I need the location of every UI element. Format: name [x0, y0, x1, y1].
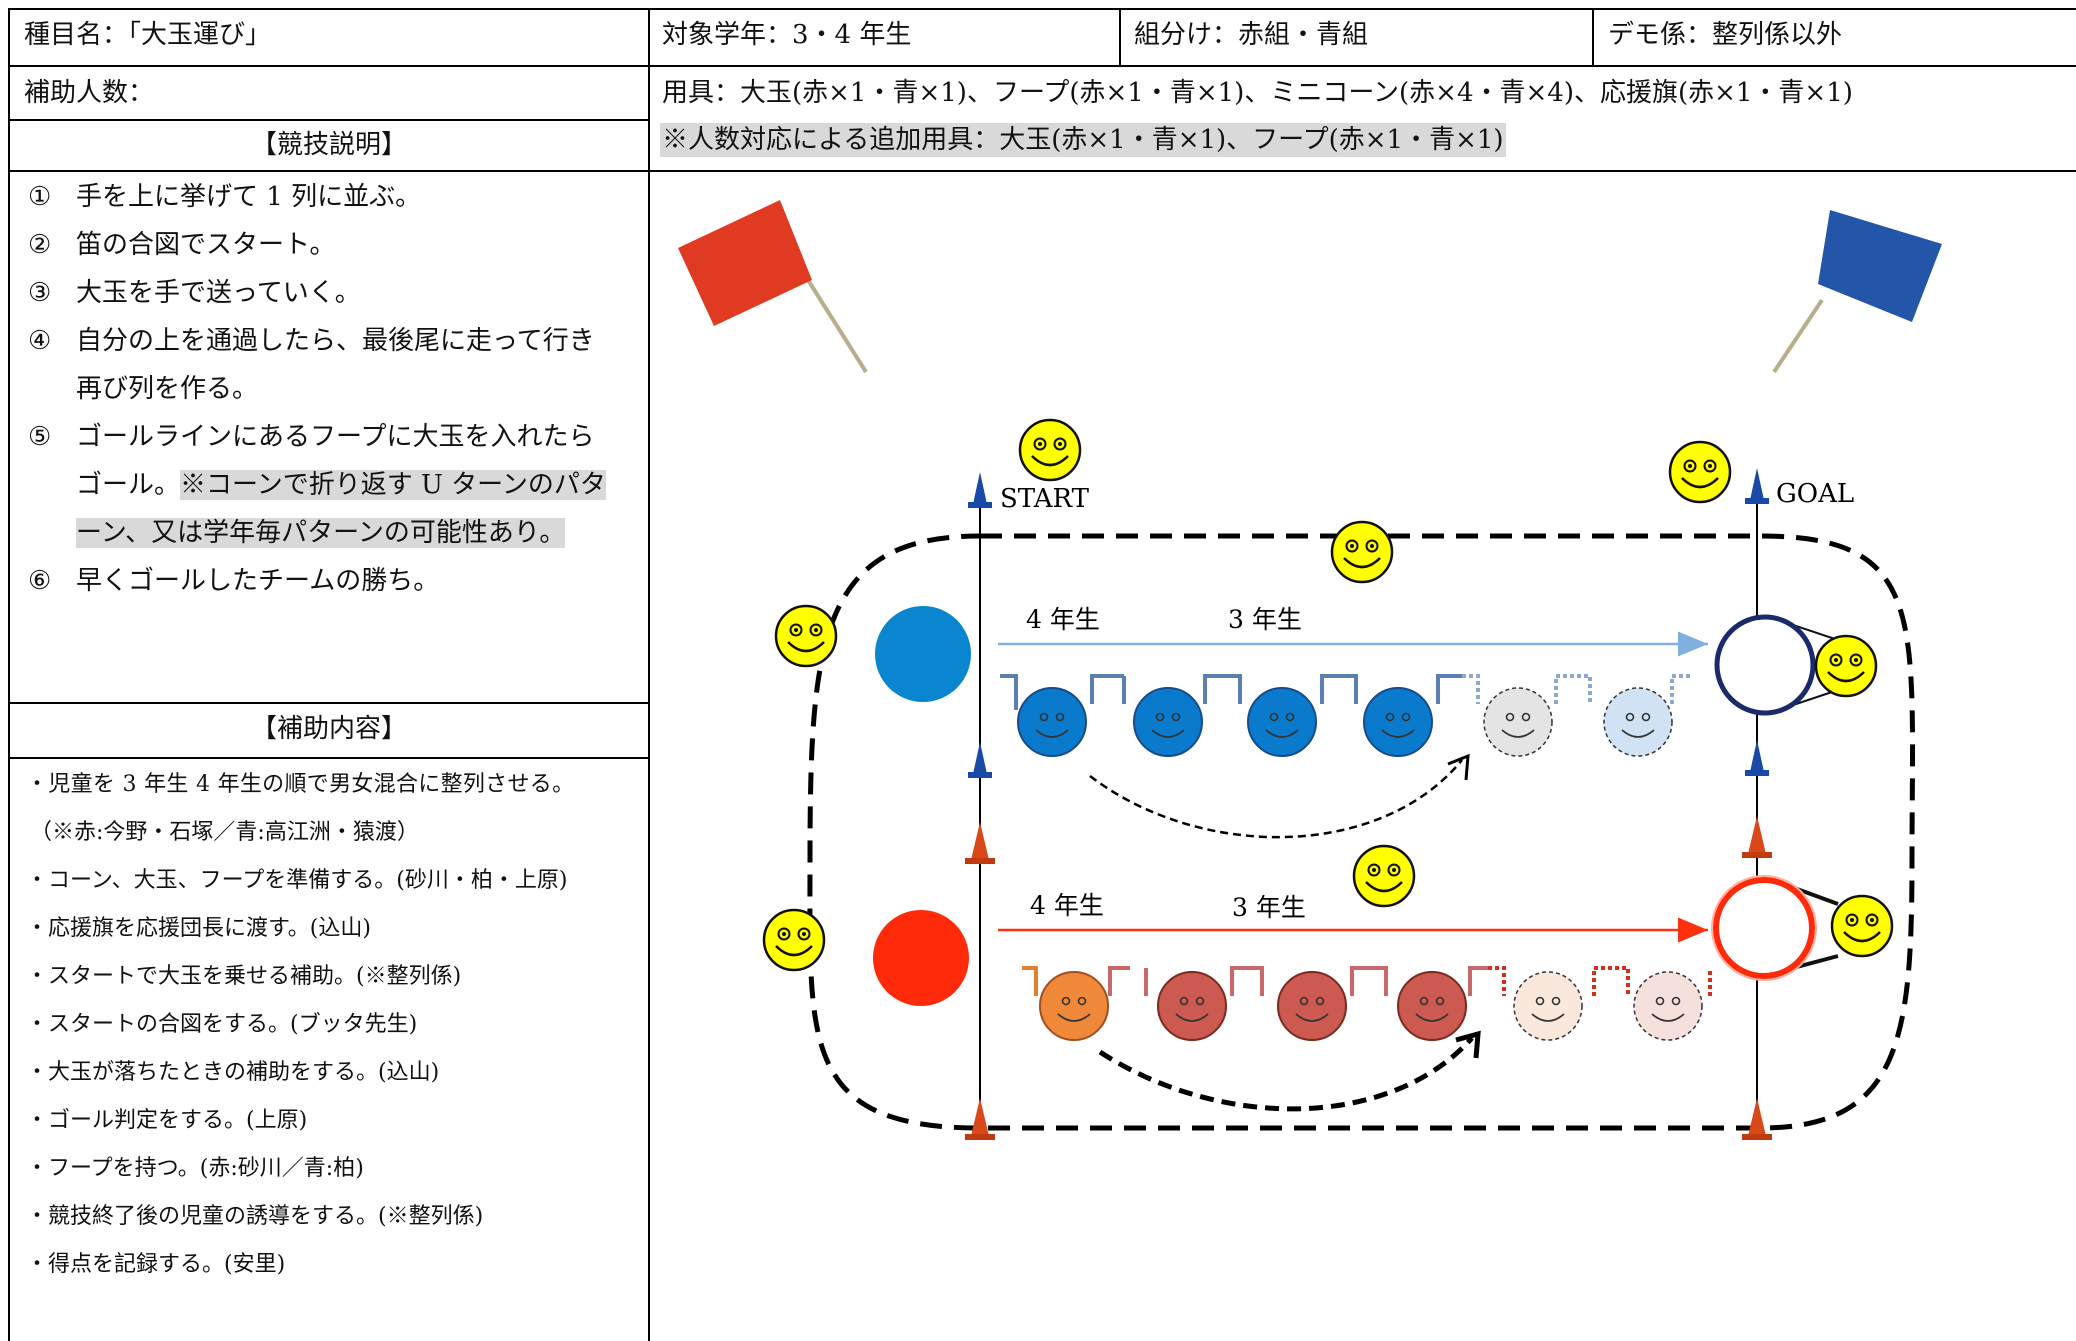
blue-hoop	[1714, 614, 1839, 716]
blue-flag	[1772, 210, 1942, 374]
cone-blue	[1745, 740, 1769, 776]
cone-red	[1742, 1098, 1772, 1140]
red-return-arrow	[1098, 1036, 1474, 1112]
table-row-divider	[8, 170, 2076, 172]
table-row-divider	[8, 757, 650, 759]
step-note-highlight: ※コーンで折り返す U ターンのパタ	[180, 470, 606, 500]
step-text-mixed: ゴール。※コーンで折り返す U ターンのパタ	[76, 470, 666, 500]
step-text: 大玉を手で送っていく。	[76, 278, 361, 308]
step-number: ②	[28, 230, 52, 260]
assist-item: ・児童を 3 年生 4 年生の順で男女混合に整列させる。	[26, 772, 575, 797]
table-col-divider	[1592, 8, 1594, 66]
extra-equipment: ※人数対応による追加用具：大玉(赤×1・青×1)、フープ(赤×1・青×1)	[660, 123, 1506, 157]
assist-item: ・大玉が落ちたときの補助をする。(込山)	[26, 1060, 440, 1085]
step-number: ①	[28, 182, 52, 212]
helper-smiley	[1330, 520, 1394, 584]
cone-blue	[1745, 468, 1769, 504]
blue-grade3-label: 3 年生	[1228, 605, 1302, 634]
step-text: ゴールラインにあるフープに大玉を入れたら	[76, 422, 595, 452]
explanation-heading: 【競技説明】	[250, 130, 407, 160]
helper-smiley	[774, 604, 838, 668]
blue-return-arrow	[1089, 759, 1463, 839]
assist-item: ・得点を記録する。(安里)	[26, 1252, 286, 1277]
target-grade: 対象学年：3・4 年生	[662, 20, 912, 50]
assist-item: ・ゴール判定をする。(上原)	[26, 1108, 308, 1133]
cone-red	[965, 822, 995, 864]
red-team-row	[1022, 966, 1712, 1041]
demo-staff: デモ係：整列係以外	[1608, 20, 1843, 50]
assist-item: （※赤:今野・石塚／青:高江洲・猿渡）	[30, 820, 419, 845]
assist-item: ・競技終了後の児童の誘導をする。(※整列係)	[26, 1204, 484, 1229]
assist-item: ・コーン、大玉、フープを準備する。(砂川・柏・上原)	[26, 868, 568, 893]
table-col-divider	[1119, 8, 1121, 66]
cone-red	[1742, 816, 1772, 858]
table-border-left	[8, 8, 10, 1341]
start-label: START	[1000, 484, 1090, 514]
red-grade3-label: 3 年生	[1232, 893, 1306, 922]
table-row-divider	[8, 119, 650, 121]
helper-smiley	[1018, 418, 1082, 482]
blue-grade4-label: 4 年生	[1026, 605, 1100, 634]
step-text: 手を上に挙げて 1 列に並ぶ。	[76, 182, 422, 212]
assist-item: ・スタートで大玉を乗せる補助。(※整列係)	[26, 964, 462, 989]
team-division: 組分け：赤組・青組	[1134, 20, 1369, 50]
event-name: 種目名：「大玉運び」	[24, 20, 272, 50]
blue-ball	[875, 606, 971, 702]
goal-label: GOAL	[1776, 479, 1854, 509]
step-text: 自分の上を通過したら、最後尾に走って行き	[76, 326, 595, 356]
step-number: ⑥	[28, 566, 52, 596]
assist-heading: 【補助内容】	[250, 714, 407, 744]
table-row-divider	[8, 65, 2076, 67]
assist-item: ・フープを持つ。(赤:砂川／青:柏)	[26, 1156, 364, 1181]
helper-smiley	[1830, 894, 1894, 958]
equipment-list: 用具：大玉(赤×1・青×1)、フープ(赤×1・青×1)、ミニコーン(赤×4・青×…	[662, 78, 1853, 108]
step-number: ③	[28, 278, 52, 308]
cone-blue	[968, 742, 992, 778]
helper-smiley	[762, 908, 826, 972]
helper-smiley	[1352, 844, 1416, 908]
cone-red	[965, 1098, 995, 1140]
table-border-top	[8, 8, 2076, 10]
red-flag	[678, 200, 868, 374]
table-col-divider	[648, 8, 650, 1341]
red-hoop	[1711, 875, 1839, 981]
red-ball	[873, 910, 969, 1006]
step-text: 早くゴールしたチームの勝ち。	[76, 566, 440, 596]
cone-blue	[968, 472, 992, 508]
red-grade4-label: 4 年生	[1030, 891, 1104, 920]
helper-smiley	[1668, 440, 1732, 504]
helper-smiley	[1814, 634, 1878, 698]
step-note-highlight: ーン、又は学年毎パターンの可能性あり。	[76, 518, 566, 548]
step-text: 再び列を作る。	[76, 374, 259, 404]
course-track	[807, 533, 1916, 1131]
blue-team-row	[1000, 674, 1690, 757]
table-row-divider	[8, 702, 650, 704]
step-text: ゴール。	[76, 470, 181, 500]
step-number: ⑤	[28, 422, 52, 452]
assist-item: ・応援旗を応援団長に渡す。(込山)	[26, 916, 371, 941]
step-text: 笛の合図でスタート。	[76, 230, 336, 260]
step-number: ④	[28, 326, 52, 356]
helpers-count: 補助人数：	[24, 78, 155, 108]
assist-item: ・スタートの合図をする。(ブッタ先生)	[26, 1012, 418, 1037]
